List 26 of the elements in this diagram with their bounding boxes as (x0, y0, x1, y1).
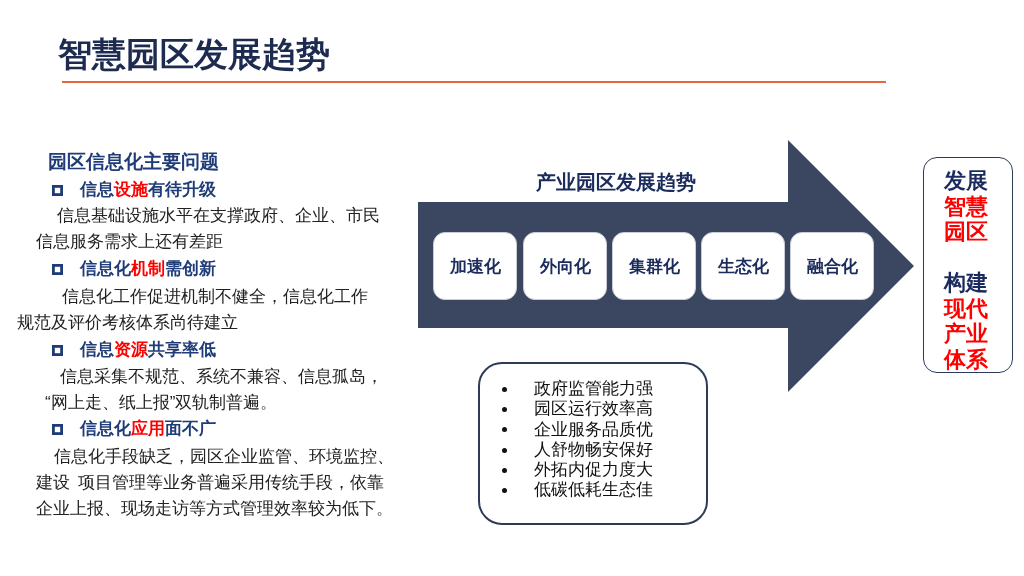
issue-description: 信息化手段缺乏，园区企业监管、环境监控、建设 项目管理等业务普遍采用传统手段，依靠企业上报、现场走访等方式管理效率较为低下。 (36, 446, 395, 520)
benefit-item: 低碳低耗生态佳 (534, 480, 653, 501)
trend-card: 加速化 (433, 232, 517, 300)
benefit-item: 园区运行效率高 (534, 399, 653, 420)
benefit-item: 外拓内促力度大 (534, 460, 653, 481)
benefit-item: 政府监管能力强 (534, 379, 653, 399)
issue-heading: 信息化应用面不广 (80, 418, 216, 440)
issue-description: 信息基础设施水平在支撑政府、企业、市民信息服务需求上还有差距 (36, 205, 381, 253)
arrow-title: 产业园区发展趋势 (536, 170, 696, 194)
benefit-item: 人舒物畅安保好 (534, 439, 653, 460)
goal-panel (923, 157, 1013, 373)
trend-card: 生态化 (701, 232, 785, 300)
goal-text: 构建现代产业体系 (944, 271, 988, 373)
issue-heading: 信息资源共享率低 (80, 339, 216, 361)
slide-title: 智慧园区发展趋势 (58, 34, 330, 75)
issue-description: 信息采集不规范、系统不兼容、信息孤岛，“网上走、纸上报”双轨制普遍。 (45, 366, 384, 414)
goal-text: 发展智慧园区 (944, 169, 988, 246)
issue-description: 信息化工作促进机制不健全，信息化工作规范及评价考核体系尚待建立 (17, 286, 369, 334)
issue-heading: 信息化机制需创新 (80, 258, 216, 280)
benefit-item: 企业服务品质优 (534, 419, 653, 440)
trend-card: 集群化 (612, 232, 696, 300)
trend-card: 融合化 (790, 232, 874, 300)
trend-card: 外向化 (523, 232, 607, 300)
issue-heading: 信息设施有待升级 (80, 179, 216, 201)
section-heading: 园区信息化主要问题 (48, 150, 219, 174)
benefits-panel (478, 362, 708, 525)
